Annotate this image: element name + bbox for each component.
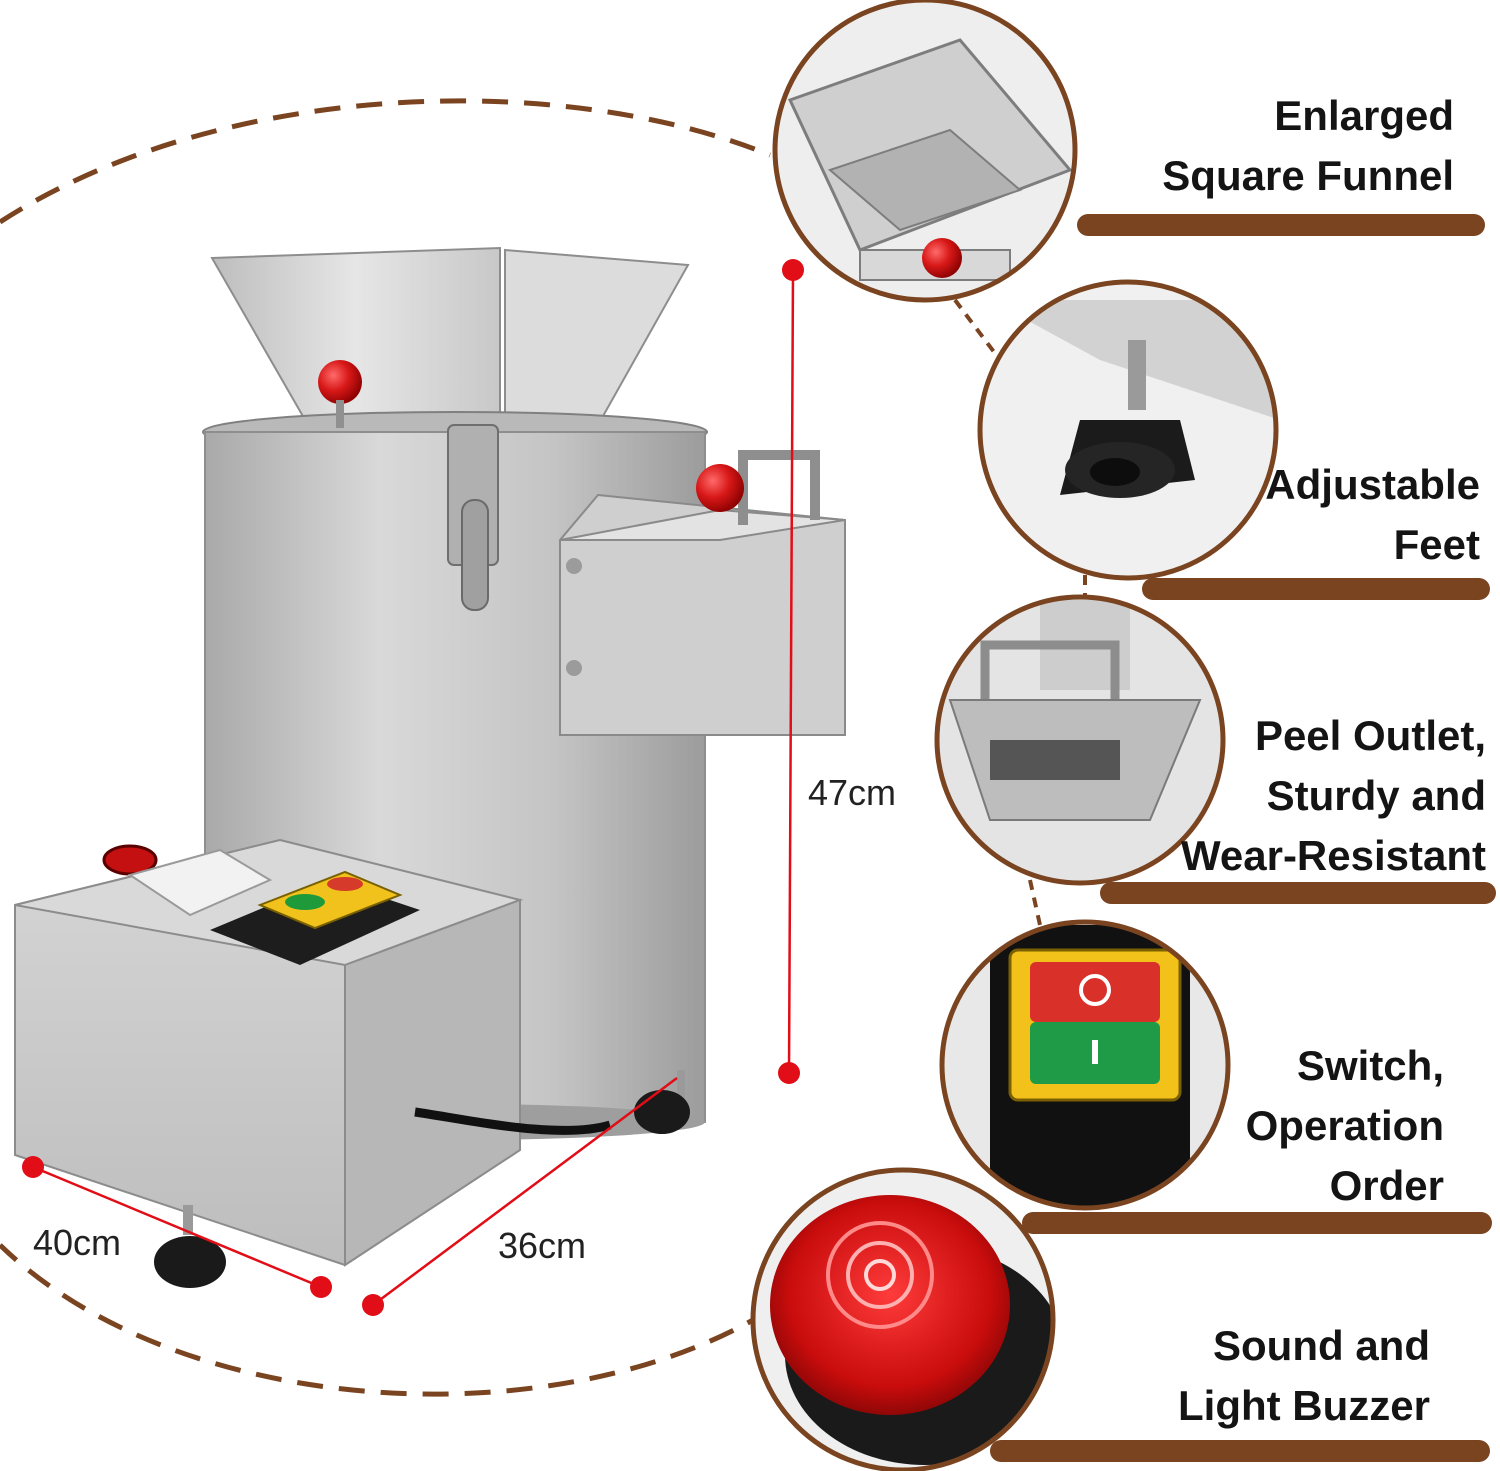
funnel-knob [318, 360, 362, 404]
feature-underline-outlet [1100, 882, 1496, 904]
peeler-machine [14, 246, 846, 1288]
feature-caption-switch: Switch, Operation Order [1245, 1042, 1444, 1209]
dimension-depth-label: 36cm [498, 1225, 587, 1266]
feature-caption-feet: Adjustable Feet [1265, 461, 1480, 568]
dimension-height-label: 47cm [808, 772, 897, 813]
feature-underline-feet [1142, 578, 1490, 600]
feature-image-funnel [772, 0, 1078, 303]
dashed-connector [938, 298, 1087, 1202]
feature-image-switch [939, 919, 1231, 1211]
feature-image-outlet [934, 594, 1226, 886]
feature-caption-outlet: Peel Outlet, Sturdy and Wear-Resistant [1181, 712, 1486, 879]
dimension-lines [22, 259, 804, 1316]
feature-underline-switch [1022, 1212, 1492, 1234]
dashed-guide-arc [0, 98, 772, 1397]
feature-caption-funnel: Enlarged Square Funnel [1162, 92, 1454, 199]
feature-image-feet [977, 279, 1279, 581]
funnel [210, 246, 501, 426]
dimension-width-label: 40cm [33, 1222, 122, 1263]
feature-underline-funnel [1077, 214, 1485, 236]
feature-image-buzzer [750, 1167, 1056, 1471]
feature-underline-buzzer [990, 1440, 1490, 1462]
feature-caption-buzzer: Sound and Light Buzzer [1178, 1322, 1430, 1429]
